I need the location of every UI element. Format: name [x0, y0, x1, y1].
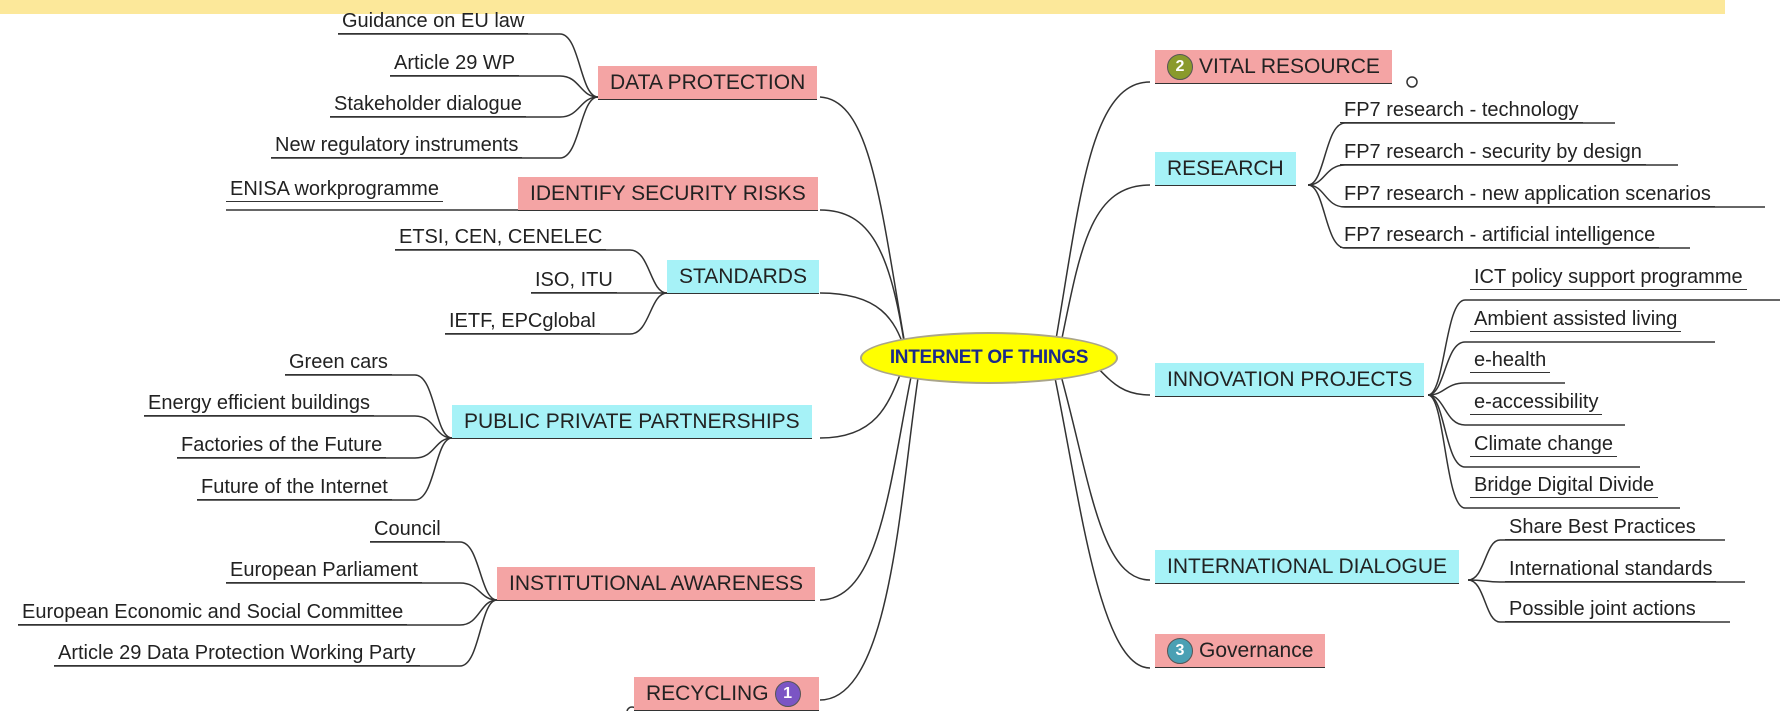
leaf-article-29-wp[interactable]: Article 29 WP	[390, 50, 520, 76]
topic-identify-security-risks[interactable]: IDENTIFY SECURITY RISKS	[518, 177, 818, 211]
priority-2-icon: 2	[1167, 54, 1193, 81]
leaf-ict-policy-support[interactable]: ICT policy support programme	[1470, 264, 1747, 290]
topic-standards[interactable]: STANDARDS	[667, 260, 819, 294]
leaf-green-cars[interactable]: Green cars	[285, 349, 392, 375]
leaf-fp7-security-by-design[interactable]: FP7 research - security by design	[1340, 139, 1646, 165]
leaf-article-29-working-party[interactable]: Article 29 Data Protection Working Party	[54, 640, 420, 666]
leaf-factories-of-the-future[interactable]: Factories of the Future	[177, 432, 387, 458]
leaf-e-accessibility[interactable]: e-accessibility	[1470, 389, 1603, 415]
leaf-etsi-cen-cenelec[interactable]: ETSI, CEN, CENELEC	[395, 224, 607, 250]
leaf-ambient-assisted-living[interactable]: Ambient assisted living	[1470, 306, 1682, 332]
topic-governance[interactable]: 3 Governance	[1155, 634, 1326, 668]
priority-3-icon: 3	[1167, 638, 1193, 665]
topic-public-private-partnerships[interactable]: PUBLIC PRIVATE PARTNERSHIPS	[452, 405, 812, 439]
leaf-climate-change[interactable]: Climate change	[1470, 431, 1617, 457]
leaf-iso-itu[interactable]: ISO, ITU	[531, 267, 617, 293]
leaf-guidance-eu-law[interactable]: Guidance on EU law	[338, 8, 529, 34]
topic-data-protection[interactable]: DATA PROTECTION	[598, 66, 818, 100]
leaf-european-parliament[interactable]: European Parliament	[226, 557, 422, 583]
leaf-stakeholder-dialogue[interactable]: Stakeholder dialogue	[330, 91, 526, 117]
leaf-enisa-workprogramme[interactable]: ENISA workprogramme	[226, 176, 443, 202]
leaf-future-of-the-internet[interactable]: Future of the Internet	[197, 474, 392, 500]
leaf-bridge-digital-divide[interactable]: Bridge Digital Divide	[1470, 472, 1659, 498]
top-banner	[0, 0, 1725, 14]
leaf-energy-efficient-buildings[interactable]: Energy efficient buildings	[144, 390, 374, 416]
leaf-fp7-technology[interactable]: FP7 research - technology	[1340, 97, 1583, 123]
topic-vital-resource[interactable]: 2 VITAL RESOURCE	[1155, 50, 1392, 84]
central-topic[interactable]: INTERNET OF THINGS	[860, 332, 1118, 384]
topic-international-dialogue[interactable]: INTERNATIONAL DIALOGUE	[1155, 550, 1460, 584]
leaf-new-regulatory-instruments[interactable]: New regulatory instruments	[271, 132, 523, 158]
leaf-fp7-new-application-scenarios[interactable]: FP7 research - new application scenarios	[1340, 181, 1715, 207]
leaf-possible-joint-actions[interactable]: Possible joint actions	[1505, 596, 1700, 622]
leaf-eesc[interactable]: European Economic and Social Committee	[18, 599, 408, 625]
leaf-ietf-epcglobal[interactable]: IETF, EPCglobal	[445, 308, 600, 334]
topic-recycling-label: RECYCLING	[646, 682, 769, 705]
leaf-international-standards[interactable]: International standards	[1505, 556, 1717, 582]
topic-innovation-projects[interactable]: INNOVATION PROJECTS	[1155, 363, 1425, 397]
topic-governance-label: Governance	[1199, 639, 1314, 662]
leaf-share-best-practices[interactable]: Share Best Practices	[1505, 514, 1700, 540]
topic-research[interactable]: RESEARCH	[1155, 152, 1296, 186]
leaf-council[interactable]: Council	[370, 516, 445, 542]
topic-institutional-awareness[interactable]: INSTITUTIONAL AWARENESS	[497, 567, 816, 601]
topic-vital-resource-label: VITAL RESOURCE	[1199, 55, 1380, 78]
leaf-fp7-artificial-intelligence[interactable]: FP7 research - artificial intelligence	[1340, 222, 1660, 248]
leaf-e-health[interactable]: e-health	[1470, 347, 1551, 373]
priority-1-icon: 1	[774, 681, 801, 708]
